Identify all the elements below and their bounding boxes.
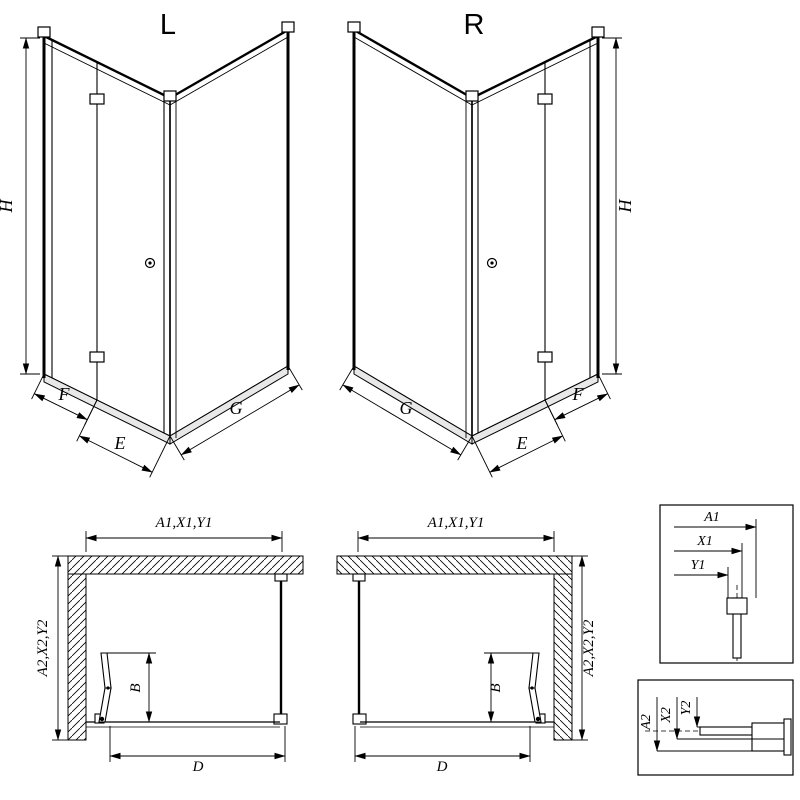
dim-h-left: H xyxy=(0,199,16,214)
profile-end-cap xyxy=(783,718,792,756)
dim-b-plan-left: B xyxy=(128,683,144,692)
perspective-view-right-geometry xyxy=(340,22,622,477)
plan-view-left-geometry xyxy=(52,531,304,762)
dim-a2x2y2-plan-left: A2,X2,Y2 xyxy=(35,619,51,677)
corner-post-plan xyxy=(273,713,288,725)
dim-f-right: F xyxy=(572,384,585,404)
side-wall-glass xyxy=(169,29,289,437)
wall-bracket-outer xyxy=(37,26,51,38)
dim-e-right: E xyxy=(516,433,528,453)
variant-label-left: L xyxy=(160,9,176,41)
adjustment-profile-section xyxy=(726,597,748,615)
dim-h-right: H xyxy=(615,199,635,214)
detail-view-depth-profile xyxy=(637,679,794,776)
dim-line-side xyxy=(180,384,300,456)
door-panel-1-plan xyxy=(98,687,112,723)
dim-line-fixed xyxy=(33,393,88,421)
door-hinge-bottom xyxy=(89,351,105,363)
dim-a2-detail: A2 xyxy=(639,714,654,731)
detail-frame xyxy=(659,504,794,664)
dim-f-left: F xyxy=(58,384,71,404)
dim-b-plan-right: B xyxy=(488,683,504,692)
dim-a1-detail: A1 xyxy=(703,510,720,525)
dim-a2x2y2-plan-right: A2,X2,Y2 xyxy=(581,619,597,677)
corner-bracket xyxy=(163,90,177,102)
wall-profile-top xyxy=(274,573,288,582)
wall-side xyxy=(67,573,87,741)
detail-view-width-profile xyxy=(659,504,794,664)
dim-a1x1y1-plan-right: A1,X1,Y1 xyxy=(427,515,485,531)
dim-x2-detail: X2 xyxy=(659,707,674,724)
dim-y1-detail: Y1 xyxy=(691,558,706,573)
labels: L H F E G R H F E G A1,X1,Y1 A2,X2,Y2 B … xyxy=(0,9,720,775)
dim-d-plan-left: D xyxy=(192,759,204,775)
side-bracket xyxy=(281,21,295,33)
dim-a1x1y1-plan-left: A1,X1,Y1 xyxy=(155,515,213,531)
dim-d-plan-right: D xyxy=(436,759,448,775)
door-hinge-top xyxy=(89,93,105,105)
dim-y2-detail: Y2 xyxy=(679,701,694,716)
adjustment-profile-section xyxy=(751,722,787,752)
wall-top xyxy=(67,555,304,575)
dim-x1-detail: X1 xyxy=(696,534,713,549)
dim-g-right: G xyxy=(400,398,413,418)
dim-line-entry xyxy=(78,435,153,473)
dim-e-left: E xyxy=(114,433,126,453)
dim-g-left: G xyxy=(230,398,243,418)
plan-view-right-geometry xyxy=(337,531,588,762)
perspective-view-left-geometry xyxy=(20,21,303,478)
door-panel-2-plan xyxy=(100,652,112,689)
variant-label-right: R xyxy=(464,9,485,41)
